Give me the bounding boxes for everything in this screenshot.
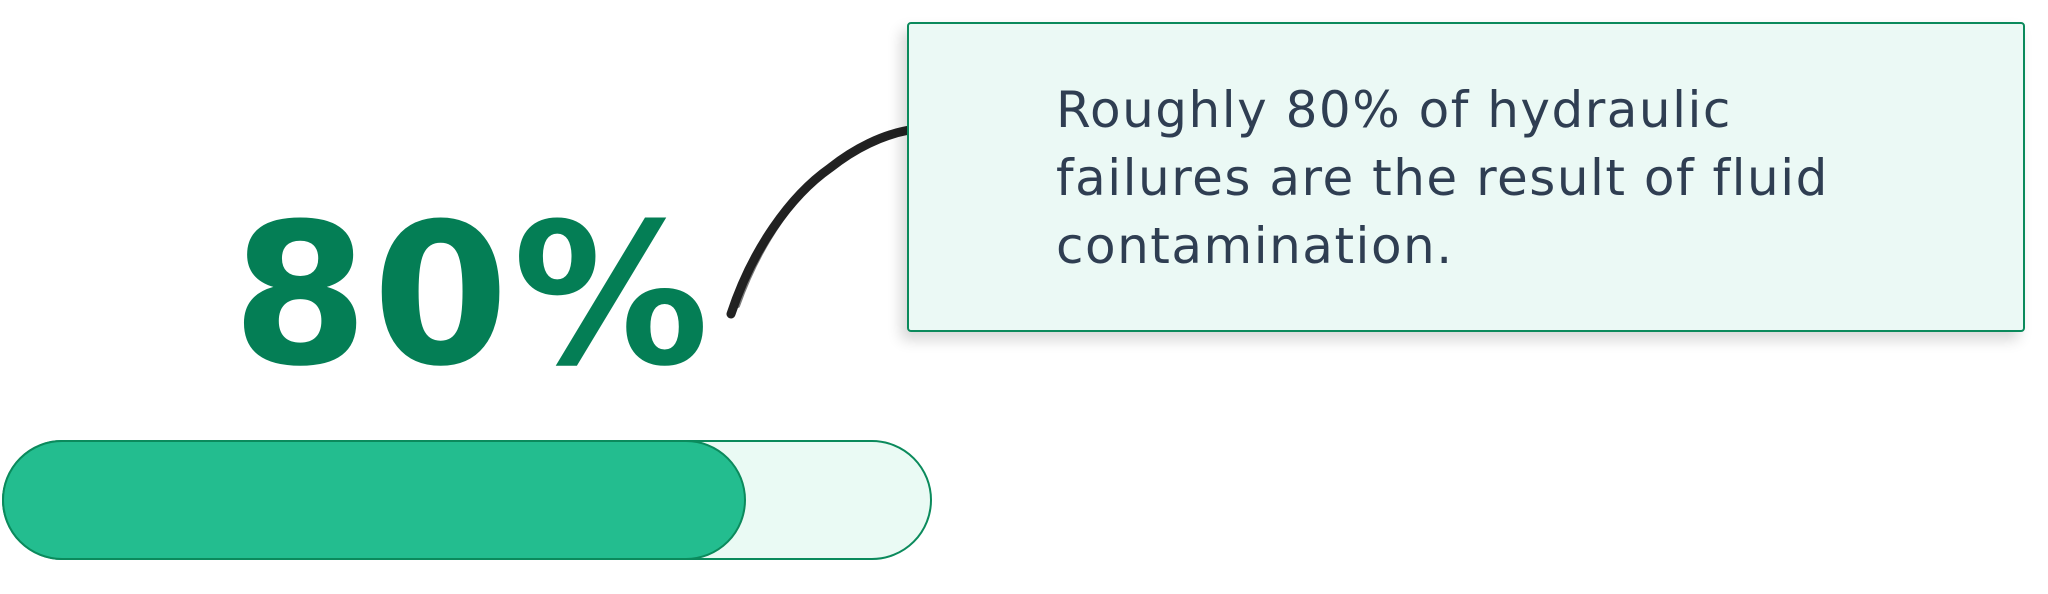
progress-fill: [2, 440, 746, 560]
stat-value: 80%: [232, 182, 714, 410]
progress-track: [2, 440, 932, 560]
callout-box: Roughly 80% of hydraulic failures are th…: [907, 22, 2025, 332]
callout-text: Roughly 80% of hydraulic failures are th…: [1056, 81, 1829, 275]
